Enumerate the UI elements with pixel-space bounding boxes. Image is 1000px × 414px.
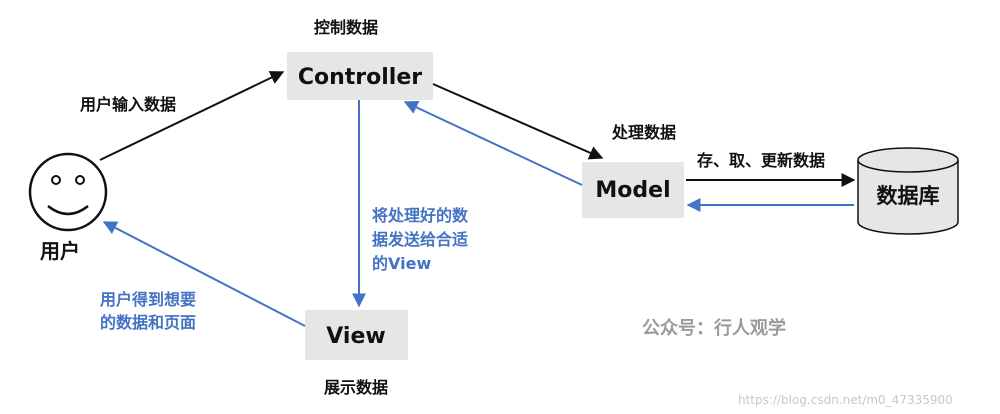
wechat-watermark: 公众号：行人观学 <box>642 317 786 339</box>
controller-label: Controller <box>298 65 422 90</box>
send-to-view-line-1: 将处理好的数 <box>372 206 469 225</box>
user-face-icon <box>28 152 108 232</box>
user-gets-line-2: 的数据和页面 <box>100 313 196 332</box>
view-label: View <box>326 324 385 349</box>
model-box <box>582 162 684 218</box>
url-watermark: https://blog.csdn.net/m0_47335900 <box>738 393 953 407</box>
model-to-controller-arrow <box>403 101 583 186</box>
controller-box <box>287 52 433 100</box>
display-data-label: 展示数据 <box>324 378 388 397</box>
store-fetch-update-label: 存、取、更新数据 <box>697 151 825 170</box>
send-to-view-line-3: 的View <box>372 254 431 273</box>
database-cylinder-icon <box>857 147 959 235</box>
user-gets-line-1: 用户得到想要 <box>100 290 196 309</box>
database-label: 数据库 <box>877 184 940 208</box>
user-input-label: 用户输入数据 <box>80 95 176 114</box>
view-to-user-arrow <box>102 221 306 327</box>
view-box <box>305 310 408 360</box>
control-data-label: 控制数据 <box>314 18 378 37</box>
user-label: 用户 <box>40 239 80 263</box>
model-label: Model <box>595 178 670 203</box>
send-to-view-line-2: 据发送给合适 <box>372 230 468 249</box>
controller-to-model-arrow <box>432 83 604 160</box>
user-to-controller-arrow <box>99 71 285 161</box>
process-data-label: 处理数据 <box>611 123 676 142</box>
